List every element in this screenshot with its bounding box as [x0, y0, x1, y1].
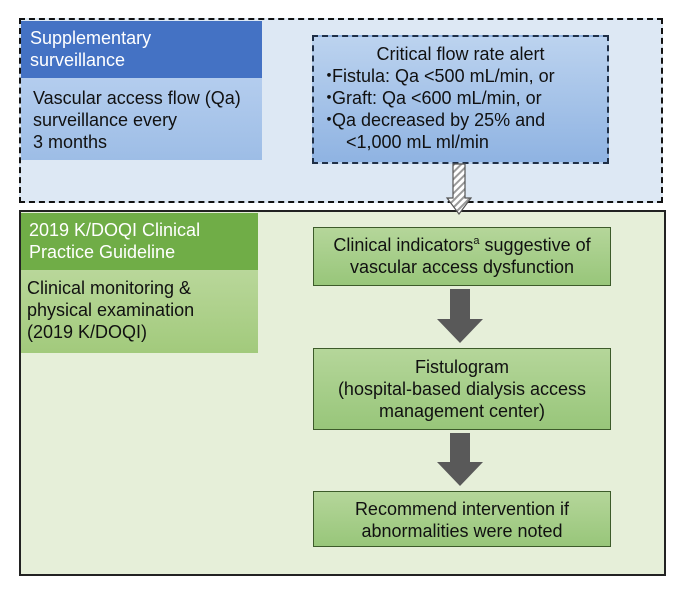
down-arrow-icon	[437, 289, 483, 343]
down-arrow-icon	[437, 433, 483, 486]
alert-title: Critical flow rate alert	[376, 44, 545, 64]
alert-item-text: Qa decreased by 25% and	[332, 110, 546, 130]
description-line: surveillance every	[33, 110, 178, 130]
supplementary-surveillance-header: Supplementary surveillance	[21, 21, 262, 78]
clinical-monitoring-description: Clinical monitoring & physical examinati…	[21, 270, 258, 353]
step-text: suggestive of	[479, 235, 591, 255]
alert-item-continuation: <1,000 mL ml/min	[346, 132, 489, 152]
step-text: Clinical indicators	[333, 235, 474, 255]
description-line: (2019 K/DOQI)	[27, 322, 148, 342]
alert-item-text: Fistula: Qa <500 mL/min, or	[332, 66, 555, 86]
alert-item-graft: ・Graft: Qa <600 mL/min, or	[320, 87, 607, 109]
alert-item-fistula: ・Fistula: Qa <500 mL/min, or	[320, 65, 607, 87]
bullet-icon: ・	[320, 66, 338, 86]
step-line: Recommend intervention if	[354, 499, 570, 519]
header-line: Supplementary	[30, 28, 152, 48]
header-line: 2019 K/DOQI Clinical	[29, 220, 201, 240]
description-line: physical examination	[27, 300, 195, 320]
step-line: Fistulogram	[414, 357, 510, 377]
step-line: (hospital-based dialysis access	[337, 379, 587, 399]
striped-down-arrow-icon	[445, 163, 473, 215]
clinical-indicators-box: Clinical indicatorsa suggestive of vascu…	[313, 227, 611, 286]
qa-surveillance-description: Vascular access flow (Qa) surveillance e…	[21, 78, 262, 160]
alert-item-text: Graft: Qa <600 mL/min, or	[332, 88, 542, 108]
alert-item-decrease: ・Qa decreased by 25% and	[320, 109, 607, 131]
description-line: 3 months	[33, 132, 108, 152]
description-line: Clinical monitoring &	[27, 278, 192, 298]
recommend-intervention-box: Recommend intervention if abnormalities …	[313, 491, 611, 547]
description-line: Vascular access flow (Qa)	[33, 88, 241, 108]
critical-flow-rate-alert-box: Critical flow rate alert ・Fistula: Qa <5…	[312, 35, 609, 164]
header-line: Practice Guideline	[29, 242, 176, 262]
kdoqi-guideline-header: 2019 K/DOQI Clinical Practice Guideline	[21, 213, 258, 270]
step-line: Clinical indicatorsa suggestive of	[314, 234, 610, 256]
step-line: abnormalities were noted	[361, 521, 563, 541]
header-line: surveillance	[30, 50, 126, 70]
bullet-icon: ・	[320, 88, 338, 108]
fistulogram-box: Fistulogram (hospital-based dialysis acc…	[313, 348, 611, 430]
step-line: management center)	[378, 401, 546, 421]
footnote-marker: a	[473, 235, 480, 247]
step-line: vascular access dysfunction	[349, 257, 575, 277]
bullet-icon: ・	[320, 110, 338, 130]
